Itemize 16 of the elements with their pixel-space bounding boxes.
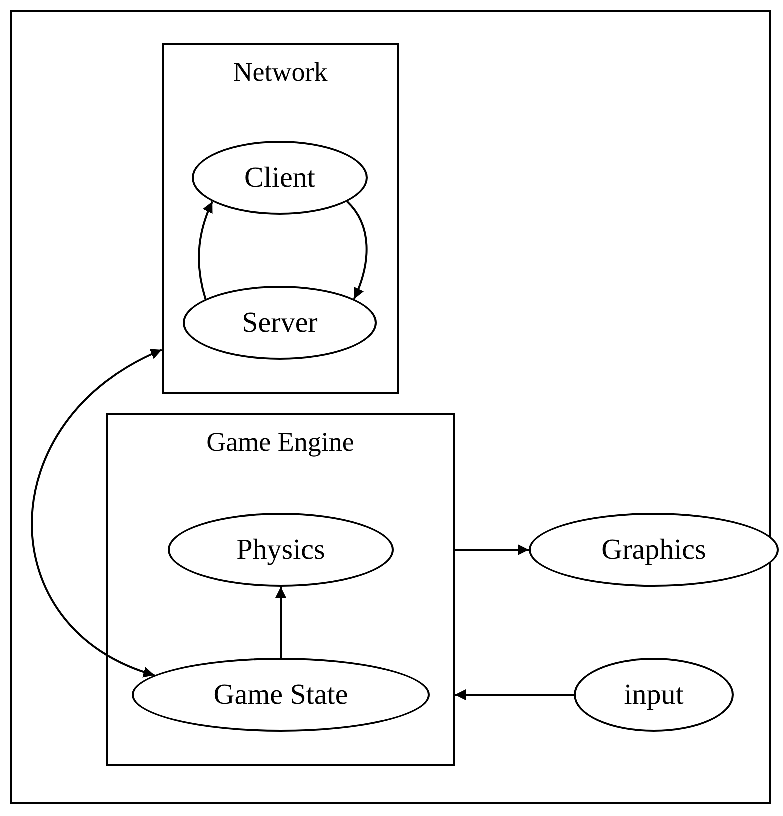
arrow bbox=[198, 201, 214, 300]
arrow bbox=[276, 587, 286, 658]
arrow bbox=[455, 544, 529, 556]
node-label: input bbox=[624, 678, 684, 712]
cluster-box bbox=[106, 413, 455, 766]
node-label: Server bbox=[242, 306, 318, 340]
node-label: Physics bbox=[236, 534, 326, 566]
cluster-box bbox=[162, 43, 399, 394]
cluster-title: Network bbox=[233, 57, 328, 89]
cluster-title: Game Engine bbox=[206, 427, 354, 459]
arrow bbox=[455, 690, 574, 700]
node-label: Game State bbox=[214, 678, 348, 712]
arrow bbox=[346, 201, 368, 300]
node-label: Graphics bbox=[602, 534, 706, 566]
node-label: Client bbox=[244, 162, 316, 194]
arrow bbox=[31, 349, 162, 677]
